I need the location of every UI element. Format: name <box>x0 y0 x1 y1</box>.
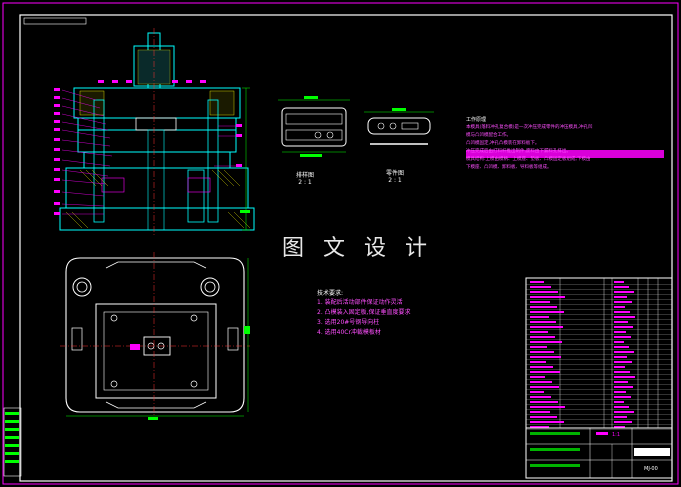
parts-row-text <box>530 416 557 418</box>
parts-row-text <box>530 341 562 343</box>
tech-requirement-item: 1. 装配后活动部件保证动作灵活 <box>317 299 403 306</box>
parts-row-text <box>530 396 551 398</box>
parts-row-material <box>614 356 627 358</box>
parts-row-text <box>530 346 547 348</box>
parts-row-material <box>614 391 626 393</box>
parts-list-rows <box>526 281 672 430</box>
parts-row-text <box>530 376 545 378</box>
watermark-text: 图 文 设 计 <box>282 236 433 261</box>
parts-row-material <box>614 281 624 283</box>
parts-row-material <box>614 331 626 333</box>
parts-row-material <box>614 291 634 293</box>
parts-row-text <box>530 386 559 388</box>
technical-requirements-title: 技术要求: <box>317 290 344 297</box>
spec-title: 工作原理 <box>466 117 487 123</box>
parts-row-material <box>614 326 633 328</box>
spec-line: 下模座、凸凹模、卸料板、导料板等组成。 <box>466 165 552 170</box>
parts-row-text <box>530 421 564 423</box>
strip-layout-view <box>278 96 350 157</box>
parts-row-text <box>530 331 548 333</box>
parts-row-text <box>530 411 550 413</box>
parts-row-text <box>530 381 552 383</box>
parts-row-text <box>530 356 561 358</box>
drawing-frame <box>19 14 673 482</box>
parts-row-material <box>614 336 631 338</box>
parts-row-material <box>614 296 627 298</box>
parts-row-material <box>614 426 625 428</box>
title-block-drawing-number: MJ-00 <box>644 466 658 472</box>
parts-row-text <box>530 316 549 318</box>
tech-requirement-item: 3. 选用20#号钢导向柱 <box>317 319 380 326</box>
parts-row-text <box>530 366 553 368</box>
parts-row-text <box>530 306 557 308</box>
parts-row-material <box>614 311 630 313</box>
parts-row-text <box>530 426 549 428</box>
parts-row-text <box>530 281 544 283</box>
left-stamp <box>3 407 22 477</box>
parts-row-text <box>530 311 564 313</box>
tech-requirement-item: 2. 凸模装入固定板,保证垂直度要求 <box>317 309 411 316</box>
parts-row-material <box>614 351 634 353</box>
parts-row-material <box>614 401 624 403</box>
parts-row-material <box>614 366 625 368</box>
parts-row-material <box>614 346 629 348</box>
parts-row-text <box>530 321 556 323</box>
parts-row-material <box>614 386 633 388</box>
plan-view <box>60 252 250 420</box>
parts-row-text <box>530 391 544 393</box>
spec-line: 凸凹模固定,冲孔凸模装在卸料板下。 <box>466 141 540 146</box>
parts-row-material <box>614 406 629 408</box>
parts-row-material <box>614 361 632 363</box>
parts-row-material <box>614 376 635 378</box>
parts-row-material <box>614 411 634 413</box>
parts-row-material <box>614 421 632 423</box>
part-view-label: 零件图 2 : 1 <box>386 170 405 184</box>
parts-row-material <box>614 341 624 343</box>
parts-row-material <box>614 306 625 308</box>
spec-line: 模与凸凹模配合工作。 <box>466 133 511 138</box>
parts-row-text <box>530 371 560 373</box>
top-left-label <box>23 17 87 25</box>
parts-row-text <box>530 291 558 293</box>
parts-row-material <box>614 381 628 383</box>
strip-layout-label: 排样图 2 : 1 <box>296 172 315 186</box>
parts-row-text <box>530 336 555 338</box>
parts-row-material <box>614 416 627 418</box>
technical-requirements-list: 1. 装配后活动部件保证动作灵活 2. 凸模装入固定板,保证垂直度要求 3. 选… <box>317 298 411 338</box>
spec-line: 冲压完成后由打料杆推出制件,废料由下漏料孔排出。 <box>466 149 571 154</box>
parts-row-material <box>614 396 631 398</box>
parts-row-text <box>530 361 546 363</box>
title-block-scale: 1:1 <box>612 432 621 438</box>
parts-row-text <box>530 401 558 403</box>
spec-text-block: 工作原理 本模具(落料冲孔复合模)是一次冲压完成零件的冲压模具,冲孔凹 模与凸凹… <box>466 116 666 172</box>
parts-row-text <box>530 296 565 298</box>
parts-row-text <box>530 351 554 353</box>
parts-row-material <box>614 316 635 318</box>
spec-line: 模具结构:上模由模柄、上模座、垫板、凸模固定板组成;下模由 <box>466 157 591 162</box>
part-view <box>364 108 434 145</box>
title-block <box>525 427 673 479</box>
parts-row-text <box>530 301 550 303</box>
parts-row-text <box>530 326 563 328</box>
tech-requirement-item: 4. 选用40Cr冲裁模板材 <box>317 329 381 336</box>
parts-row-material <box>614 321 628 323</box>
main-section-view <box>54 28 255 236</box>
parts-row-material <box>614 286 629 288</box>
parts-row-material <box>614 371 630 373</box>
parts-row-text <box>530 286 551 288</box>
spec-highlight <box>466 150 664 158</box>
spec-line: 本模具(落料冲孔复合模)是一次冲压完成零件的冲压模具,冲孔凹 <box>466 125 593 130</box>
parts-row-material <box>614 301 632 303</box>
parts-row-text <box>530 406 565 408</box>
